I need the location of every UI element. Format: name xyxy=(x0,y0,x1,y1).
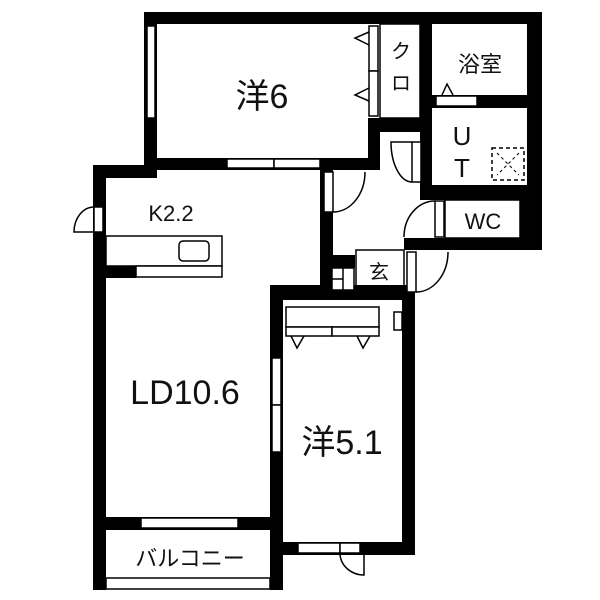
room-label-kitchen: K2.2 xyxy=(148,201,193,226)
window-lds xyxy=(271,357,282,406)
room-label-utility-t: T xyxy=(454,153,470,183)
room-label-western-6: 洋6 xyxy=(236,78,289,116)
window-western-6 xyxy=(146,25,156,119)
window-balcony xyxy=(140,517,239,529)
room-label-bathroom: 浴室 xyxy=(458,52,502,77)
closet-doors xyxy=(285,25,454,350)
room-label-closet-1: ク xyxy=(391,40,411,63)
room-label-utility-u: U xyxy=(453,121,472,151)
room-label-western-5-1: 洋5.1 xyxy=(301,424,382,462)
sink-icon xyxy=(178,240,210,262)
room-label-entrance: 玄 xyxy=(369,261,389,284)
washing-machine-icon xyxy=(491,147,525,181)
room-label-wc: WC xyxy=(465,209,502,234)
room-label-balcony: バルコニー xyxy=(135,546,245,571)
balcony-rail xyxy=(105,577,271,590)
windows xyxy=(105,25,478,590)
doors xyxy=(73,141,449,576)
room-label-living-dining: LD10.6 xyxy=(130,374,240,412)
room-label-closet-2: ロ xyxy=(391,73,411,95)
